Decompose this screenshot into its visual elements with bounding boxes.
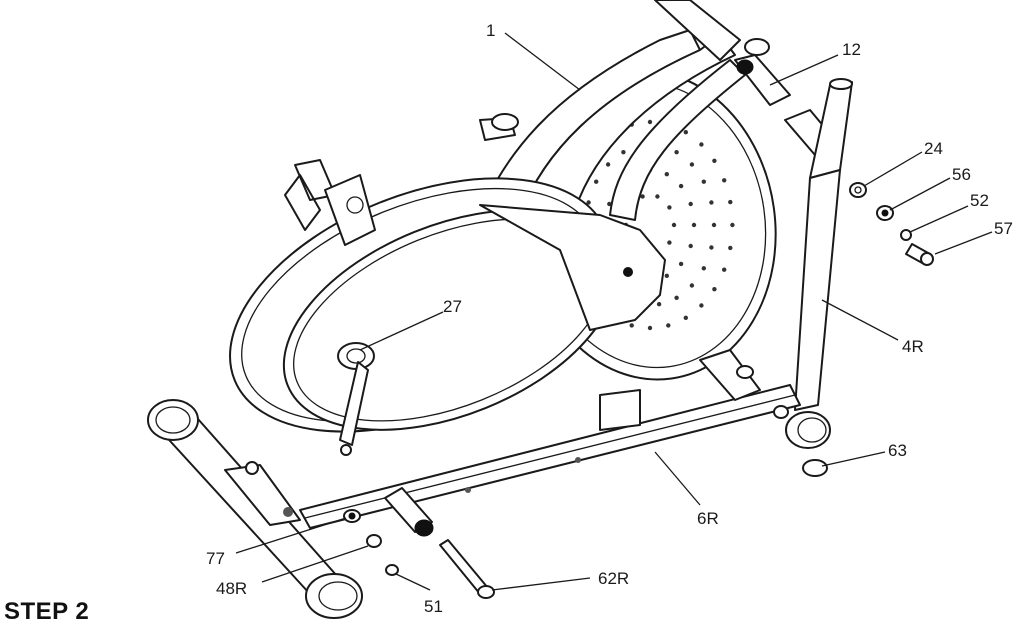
callout-1: 1: [486, 21, 495, 40]
perforation-hole: [664, 273, 669, 278]
perforation-hole: [688, 201, 693, 207]
crank-arm-part-27: [337, 342, 375, 456]
perforation-hole: [730, 222, 735, 228]
perforation-hole: [728, 199, 733, 205]
perforation-hole: [689, 283, 695, 288]
hardware-24-56-52-57: [849, 182, 934, 266]
perforation-hole: [647, 119, 653, 125]
front-hardware-62R-77-48R-51: [343, 487, 495, 599]
perforation-hole: [640, 194, 645, 199]
perforation-hole: [709, 200, 714, 205]
callout-labels: 1 12 24 56 52 57 4R 27 63 6R 62R 77 48R …: [206, 21, 1013, 616]
perforation-hole: [678, 261, 684, 267]
perforation-hole: [674, 295, 679, 300]
perforation-hole: [655, 194, 660, 199]
front-console-bracket: [284, 159, 376, 246]
callout-63: 63: [888, 441, 907, 460]
perforation-hole: [728, 245, 733, 251]
perforation-hole: [699, 303, 704, 308]
step-title: STEP 2: [4, 598, 90, 625]
perforation-hole: [667, 205, 672, 210]
perforation-hole: [699, 142, 704, 147]
perforation-hole: [586, 200, 591, 205]
callout-24: 24: [924, 139, 943, 158]
leader-lines: [235, 32, 993, 591]
perforation-hole: [722, 267, 727, 272]
perforation-hole: [647, 325, 653, 331]
perforation-hole: [629, 323, 634, 328]
rear-wheel-assembly: [773, 405, 831, 477]
perforation-hole: [656, 302, 662, 307]
perforation-hole: [709, 245, 714, 250]
callout-56: 56: [952, 165, 971, 184]
base-rail-part-6R: [299, 349, 801, 529]
callout-27: 27: [443, 297, 462, 316]
callout-77: 77: [206, 549, 225, 568]
front-stabilizer: [147, 399, 363, 619]
callout-48R: 48R: [216, 579, 247, 598]
perforation-hole: [671, 222, 677, 228]
perforation-hole: [664, 172, 669, 177]
perforation-hole: [712, 287, 717, 292]
perforation-hole: [678, 183, 684, 189]
perforation-hole: [689, 162, 695, 167]
callout-52: 52: [970, 191, 989, 210]
perforation-hole: [605, 162, 611, 167]
perforation-hole: [607, 201, 612, 207]
perforation-hole: [594, 179, 599, 184]
callout-4R: 4R: [902, 337, 924, 356]
callout-51: 51: [424, 597, 443, 616]
perforation-hole: [683, 130, 688, 135]
upright-tube-part-4R: [794, 78, 853, 411]
perforation-hole: [701, 179, 706, 184]
perforation-hole: [711, 222, 717, 228]
perforation-hole: [712, 158, 717, 163]
callout-6R: 6R: [697, 509, 719, 528]
perforation-hole: [674, 150, 679, 155]
perforation-hole: [666, 323, 671, 328]
perforation-hole: [621, 150, 626, 155]
callout-62R: 62R: [598, 569, 629, 588]
perforation-hole: [691, 222, 697, 228]
callout-57: 57: [994, 219, 1013, 238]
perforation-hole: [701, 266, 706, 271]
perforation-hole: [667, 240, 672, 245]
perforation-hole: [688, 243, 693, 249]
perforation-hole: [683, 315, 688, 320]
perforation-hole: [722, 178, 727, 183]
callout-12: 12: [842, 40, 861, 59]
